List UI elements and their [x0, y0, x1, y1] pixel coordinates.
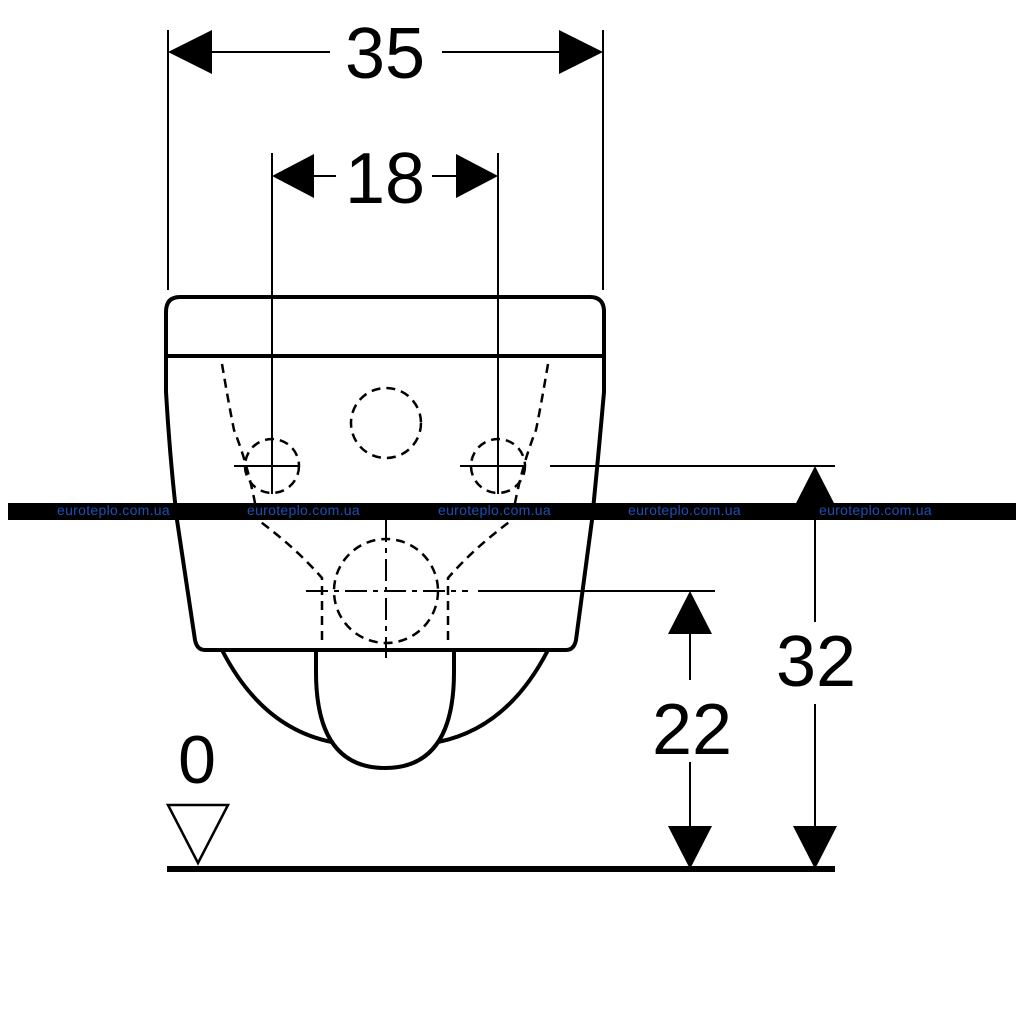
inner-contour-left-hidden	[220, 363, 324, 645]
arrowhead-down	[793, 826, 837, 869]
arrowhead-right	[456, 154, 498, 198]
dimension-outlet-height-label: 22	[652, 690, 732, 770]
dimension-fixing-spacing-label: 18	[345, 139, 425, 219]
watermark-text: euroteplo.com.ua	[57, 502, 170, 518]
arrowhead-up	[793, 466, 837, 509]
top-hole-hidden	[349, 386, 423, 460]
floor-level-label: 0	[178, 722, 216, 798]
watermark-band: euroteplo.com.ua euroteplo.com.ua eurote…	[8, 502, 1016, 520]
toilet-bowl-rim-outline	[220, 649, 333, 744]
center-lines	[234, 465, 526, 658]
dimension-fixing-spacing: 18	[272, 139, 498, 219]
arrowhead-right	[559, 30, 603, 74]
watermark-text: euroteplo.com.ua	[438, 502, 551, 518]
watermark-bar	[8, 503, 1016, 520]
toilet-top-lid-outline	[164, 295, 606, 358]
arrowhead-down	[668, 826, 712, 869]
watermark-text: euroteplo.com.ua	[247, 502, 360, 518]
arrowhead-up	[668, 591, 712, 634]
toilet-body-outline	[164, 354, 606, 652]
inner-contour-right-hidden	[446, 363, 550, 645]
dimension-outlet-height: 22	[652, 591, 732, 869]
toilet-outline	[164, 295, 606, 770]
toilet-trap-outline	[314, 652, 456, 770]
dimension-overall-width: 35	[168, 14, 603, 94]
toilet-bowl-rim-outline-right	[437, 649, 550, 744]
level-marker-triangle-icon	[165, 803, 231, 866]
dimension-fixing-height-label: 32	[776, 622, 856, 702]
watermark-text: euroteplo.com.ua	[628, 502, 741, 518]
watermark-text: euroteplo.com.ua	[819, 502, 932, 518]
arrowhead-left	[272, 154, 314, 198]
arrowhead-left	[168, 30, 212, 74]
floor-level-reference: 0	[165, 722, 835, 872]
dimension-fixing-height: 32	[776, 466, 856, 869]
dimension-overall-width-label: 35	[345, 14, 425, 94]
extension-lines	[167, 30, 835, 592]
